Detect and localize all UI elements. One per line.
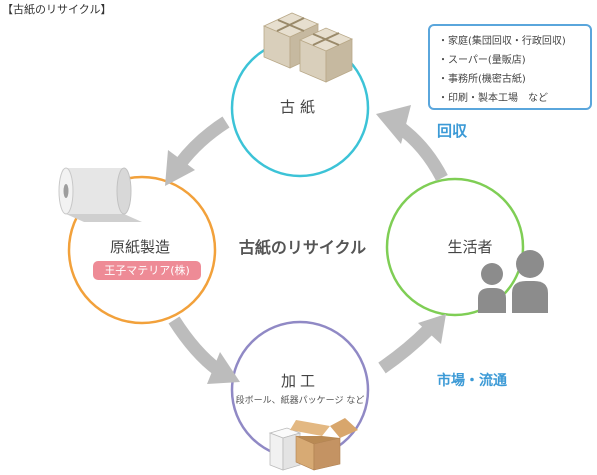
source-item: ・事務所(機密古紙) xyxy=(438,74,526,85)
paper-node-label: 古紙 xyxy=(279,98,320,116)
collection-sources-box: ・家庭(集団回収・行政回収) ・スーパー(量販店) ・事務所(機密古紙) ・印刷… xyxy=(428,24,592,110)
arrowhead-paper-to-mfg xyxy=(165,150,195,186)
arrow-paper-to-mfg xyxy=(174,116,230,168)
cardboard-boxes-icon xyxy=(268,418,358,471)
flow-label-market: 市場・流通 xyxy=(437,373,507,389)
arrow-mfg-to-process xyxy=(168,316,222,376)
source-item: ・家庭(集団回収・行政回収) xyxy=(438,36,566,47)
flow-label-collect: 回収 xyxy=(437,122,468,140)
arrow-consumer-to-paper xyxy=(394,120,448,182)
arrow-process-to-consumer xyxy=(378,325,433,374)
company-badge: 王子マテリア(株) xyxy=(93,261,201,280)
manufacturing-node-label: 原紙製造 xyxy=(109,238,170,256)
arrowhead-process-to-consumer xyxy=(418,314,446,344)
processing-node-label: 加工 xyxy=(280,372,319,390)
source-item: ・スーパー(量販店) xyxy=(438,55,526,66)
paper-bundles-icon xyxy=(263,12,353,83)
source-item: ・印刷・製本工場 など xyxy=(438,93,548,104)
paper-roll-icon xyxy=(58,167,142,222)
center-title: 古紙のリサイクル xyxy=(238,238,367,257)
consumer-node-label: 生活者 xyxy=(447,238,493,256)
arrowhead-mfg-to-process xyxy=(207,352,240,384)
arrowhead-consumer-to-paper xyxy=(376,105,411,144)
diagram-heading: 【古紙のリサイクル】 xyxy=(2,3,112,16)
processing-node-sublabel: 段ボール、紙器パッケージ など xyxy=(235,396,365,406)
people-icon xyxy=(478,250,548,313)
